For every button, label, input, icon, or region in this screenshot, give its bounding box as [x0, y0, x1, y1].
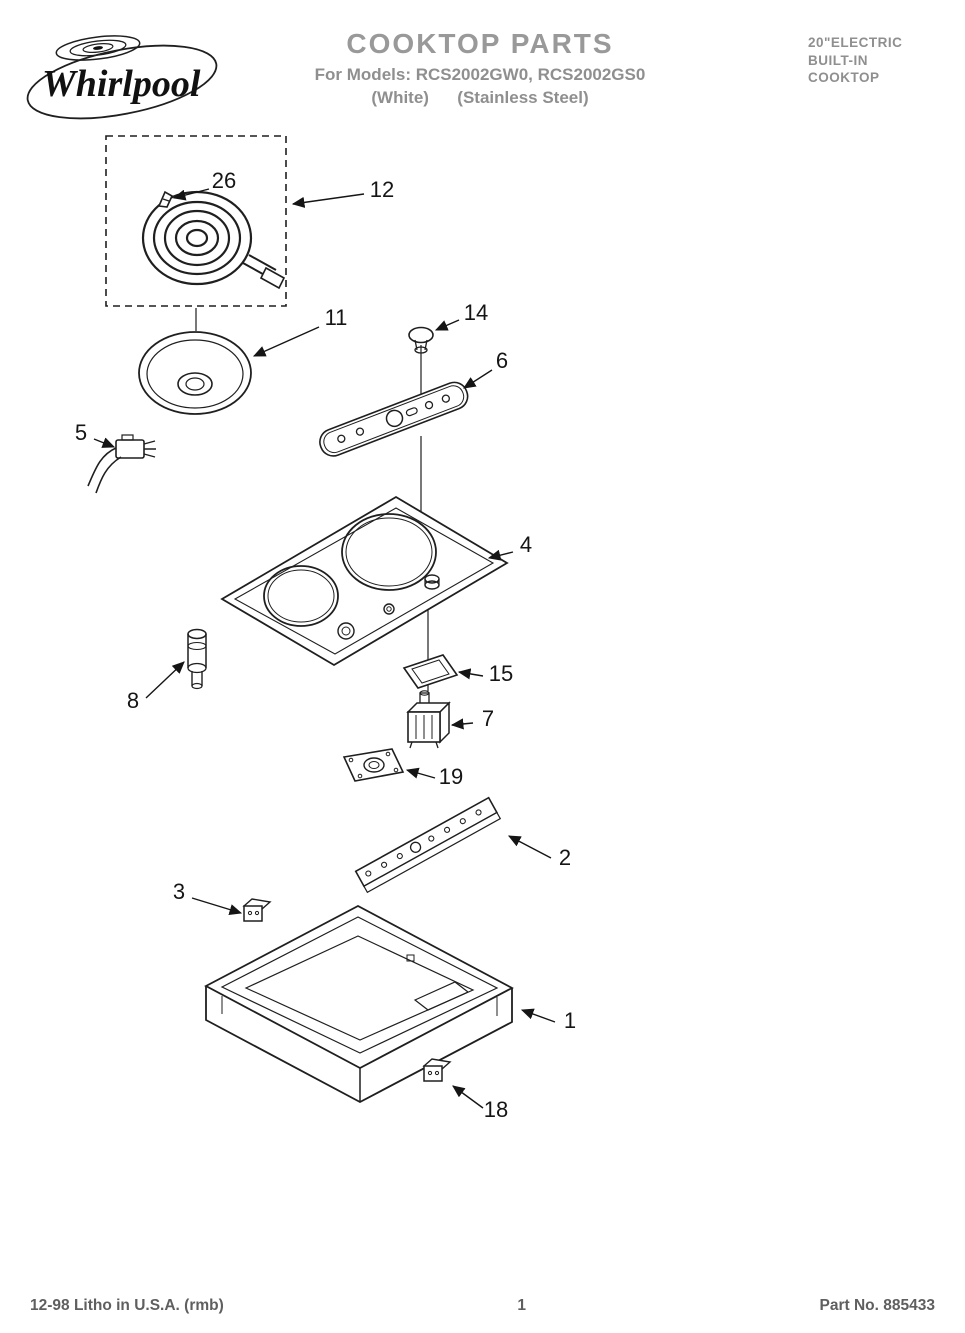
element-terminal	[259, 266, 286, 290]
callout-leader-4	[487, 549, 514, 561]
footer-page-number: 1	[517, 1297, 526, 1314]
control-panel-6	[319, 381, 469, 457]
wire-harness-5	[87, 434, 156, 494]
callout-label-7: 7	[482, 706, 494, 731]
switch-7	[406, 690, 451, 749]
bracket-18	[422, 1058, 452, 1082]
callout-label-2: 2	[559, 845, 571, 870]
callout-label-6: 6	[496, 348, 508, 373]
drip-bowl-11	[138, 331, 252, 415]
callout-label-12: 12	[370, 177, 394, 202]
page-title: COOKTOP PARTS	[346, 28, 614, 59]
corner-info-block: 20"ELECTRIC BUILT-IN COOKTOP	[808, 34, 958, 87]
support-rail-2	[354, 796, 502, 894]
finish-line: (White) (Stainless Steel)	[371, 88, 589, 107]
callout-label-11: 11	[325, 305, 348, 330]
callout-label-19: 19	[439, 764, 463, 789]
header-title-block: COOKTOP PARTS For Models: RCS2002GW0, RC…	[250, 28, 710, 108]
insulator-plate-15	[402, 654, 459, 689]
callout-leader-7	[450, 718, 474, 730]
footer-part-number: Part No. 885433	[819, 1297, 935, 1314]
callout-leader-8	[145, 661, 185, 699]
callout-leader-6	[463, 369, 493, 389]
callout-label-8: 8	[127, 688, 139, 713]
callout-leader-18	[452, 1085, 484, 1109]
footer-litho-note: 12-98 Litho in U.S.A. (rmb)	[30, 1297, 224, 1314]
bracket-plate-19	[342, 748, 405, 782]
heating-element-assembly-12	[105, 135, 287, 307]
burner-box-1	[204, 904, 514, 1104]
callout-leader-15	[457, 668, 484, 680]
page-footer: 12-98 Litho in U.S.A. (rmb) 1 Part No. 8…	[0, 1297, 965, 1315]
callout-leader-5	[93, 437, 116, 448]
callout-label-3: 3	[173, 879, 185, 904]
callout-label-4: 4	[520, 532, 532, 557]
callout-leader-11	[252, 326, 320, 357]
callout-leader-2	[508, 835, 552, 859]
callout-layer: 26 12 11 14 6 5 4 8 15 7 19 2 3 1 18	[75, 168, 576, 1122]
callout-label-1: 1	[564, 1008, 576, 1033]
callout-label-15: 15	[489, 661, 513, 686]
corner-line-1: 20"ELECTRIC	[808, 35, 903, 50]
corner-line-3: COOKTOP	[808, 70, 880, 86]
callout-leader-14	[434, 319, 460, 331]
bracket-3	[242, 898, 272, 922]
callout-label-18: 18	[484, 1097, 508, 1122]
callout-label-26: 26	[212, 168, 236, 193]
callout-leader-12	[291, 193, 365, 208]
callout-label-14: 14	[464, 300, 488, 325]
callout-leader-19	[405, 767, 436, 779]
whirlpool-logo: Whirlpool	[26, 35, 218, 120]
callout-leader-26	[172, 188, 210, 201]
brand-wordmark: Whirlpool	[42, 63, 201, 105]
callout-leader-3	[191, 897, 243, 915]
models-line: For Models: RCS2002GW0, RCS2002GS0	[314, 65, 646, 84]
corner-line-2: BUILT-IN	[808, 52, 868, 68]
cooktop-panel-4	[220, 495, 509, 667]
standoff-8	[187, 628, 207, 690]
callout-label-5: 5	[75, 420, 87, 445]
callout-leader-1	[520, 1008, 556, 1023]
